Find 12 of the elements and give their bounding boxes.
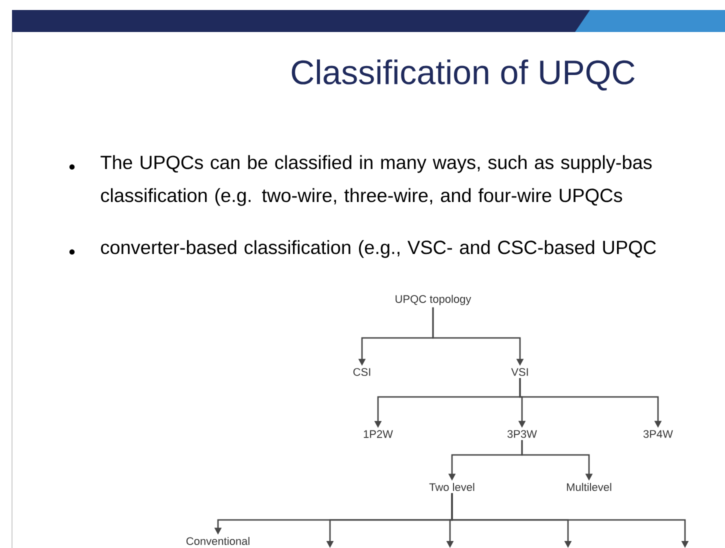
tree-label: 3P3W	[507, 430, 537, 438]
tree-label: 1P2W	[364, 430, 393, 438]
tree-label: Multilevel	[567, 482, 612, 492]
bullet-text: converter-based classification (e.g., VSC- and CSC-based UPQC	[101, 240, 656, 258]
tree-label: 3P4W	[643, 430, 673, 438]
tree-label: Conventional	[186, 536, 250, 546]
tree-label: VSI	[511, 368, 528, 376]
slide-title: Classification of UPQC	[292, 59, 635, 91]
tree-label: CSI	[353, 368, 370, 376]
tree-label: UPQC topology	[396, 294, 472, 306]
bullet-text: The UPQCs can be classified in many ways, such as supply-bas classification (e.g. two-wire, three-wire, and four-wire UPQCs	[100, 155, 652, 206]
tree-label: Two level	[429, 482, 474, 492]
